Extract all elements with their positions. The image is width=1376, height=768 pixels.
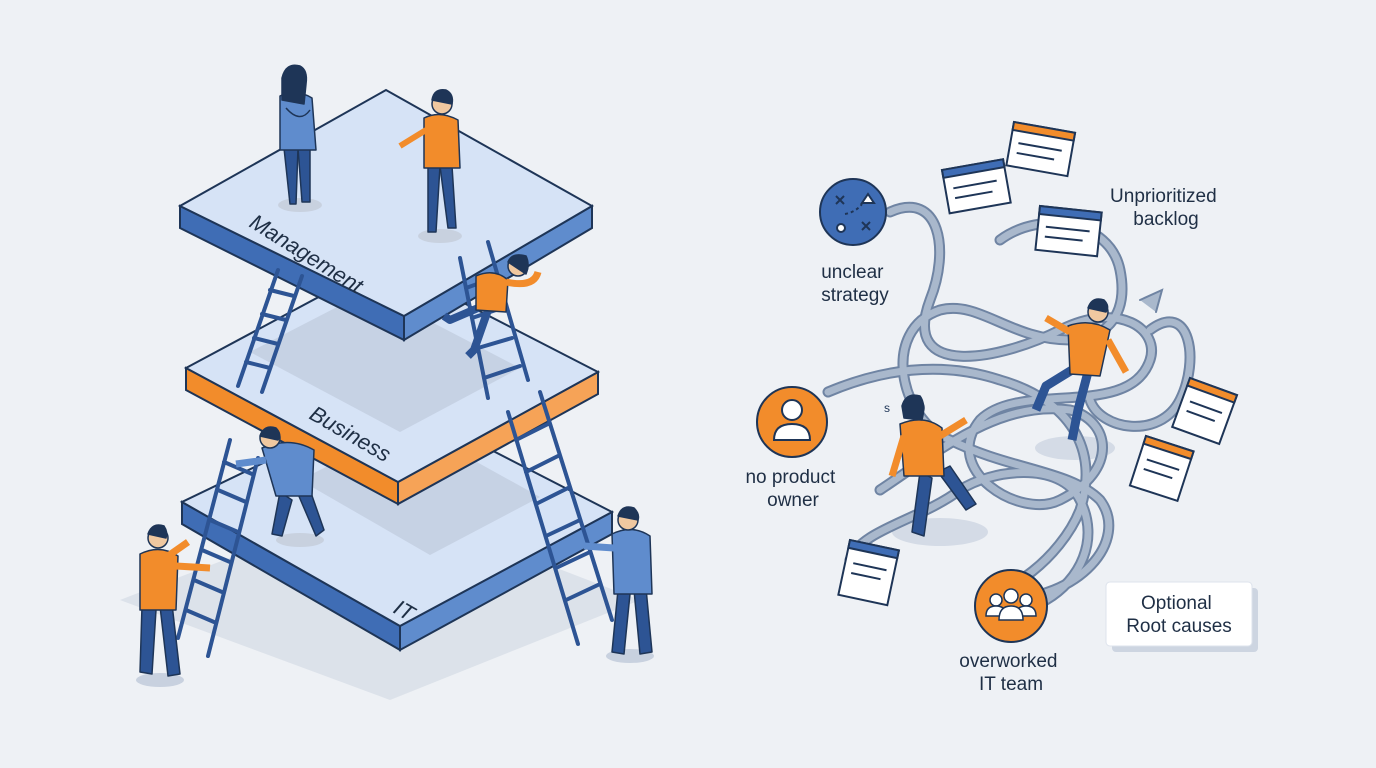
- ladder-1: [236, 268, 304, 394]
- group-icon: [974, 569, 1048, 643]
- optional-root-causes-card: Optional Root causes: [1105, 581, 1258, 652]
- person-it-bending: [235, 426, 325, 547]
- platform-management: Management: [177, 88, 595, 342]
- backlog-card: [837, 538, 901, 607]
- person-it-holding-ladder: [583, 506, 654, 663]
- backlog-cards: [837, 120, 1239, 607]
- strategy-icon: [819, 178, 887, 246]
- svg-text:Optional Root causes: Optional Root causes: [1126, 593, 1232, 637]
- svg-text:s: s: [884, 401, 890, 415]
- backlog-card: [1170, 376, 1239, 446]
- cause-label-strategy: unclear strategy: [821, 262, 889, 306]
- person-icon: [756, 386, 828, 458]
- backlog-card: [940, 158, 1012, 215]
- root-causes-illustration: s: [745, 120, 1258, 695]
- person-manager-gesturing: [398, 88, 462, 243]
- ladder-4: [506, 390, 614, 646]
- cause-label-team: overworked IT team: [959, 651, 1063, 695]
- person-manager-thinking: [278, 64, 322, 212]
- org-layers-illustration: IT Business Management: [120, 64, 654, 700]
- cause-label-owner: no product owner: [745, 467, 840, 511]
- cause-label-backlog: Unprioritized backlog: [1110, 186, 1222, 230]
- person-running: [1031, 298, 1130, 441]
- person-climbing-confused: [441, 254, 542, 359]
- backlog-card: [1005, 120, 1077, 178]
- arrowhead: [1139, 288, 1164, 313]
- backlog-card: [1128, 434, 1195, 503]
- person-it-pushing-ladder: [136, 524, 211, 687]
- person-stumbling: s: [884, 394, 977, 537]
- ladder-3: [176, 438, 260, 658]
- backlog-card: [1034, 204, 1103, 258]
